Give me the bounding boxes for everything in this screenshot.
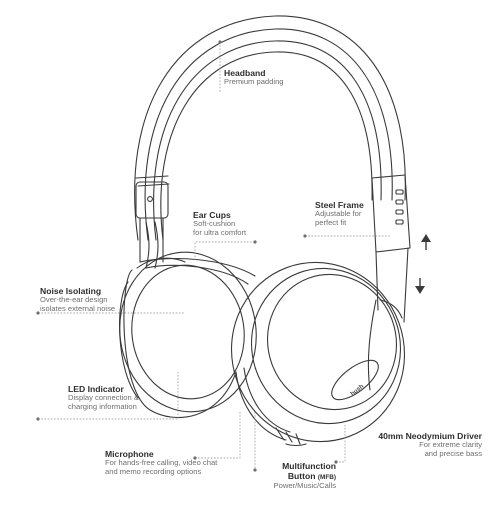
callout-desc: for ultra comfort bbox=[193, 228, 247, 238]
callout-headband: Headband Premium padding bbox=[224, 68, 284, 87]
callout-multifunction: Multifunction Button (MFB) Power/Music/C… bbox=[274, 461, 336, 491]
callout-desc: For hands-free calling, video chat bbox=[105, 458, 218, 468]
leader-ear-cups bbox=[194, 241, 255, 260]
callout-title: Microphone bbox=[105, 449, 154, 459]
callout-desc: Power/Music/Calls bbox=[273, 480, 336, 490]
callout-microphone: Microphone For hands-free calling, video… bbox=[105, 449, 217, 477]
right-slider bbox=[371, 174, 411, 323]
callout-desc: For extreme clarity bbox=[419, 440, 482, 450]
callout-title: Headband bbox=[224, 68, 266, 78]
leader-lines bbox=[38, 42, 390, 470]
callout-desc: Premium padding bbox=[224, 77, 284, 87]
brand-logo-text: hush bbox=[349, 383, 365, 398]
callout-title: 40mm Neodymium Driver bbox=[378, 431, 482, 441]
callout-title: Multifunction bbox=[282, 461, 336, 471]
headband bbox=[134, 15, 406, 241]
callout-desc: and memo recording options bbox=[105, 467, 202, 477]
arrow-up-icon bbox=[421, 234, 431, 250]
callout-title: LED Indicator bbox=[68, 384, 124, 394]
callout-desc: charging information bbox=[68, 402, 137, 412]
arrow-down-icon bbox=[415, 278, 425, 294]
callout-title: Ear Cups bbox=[193, 210, 231, 220]
leader-driver bbox=[336, 425, 346, 463]
callout-desc: perfect fit bbox=[315, 218, 347, 228]
callout-desc: isolates external noise bbox=[40, 304, 116, 314]
callout-noise-isolating: Noise Isolating Over-the-ear design isol… bbox=[40, 286, 115, 314]
callout-title-line2: Button (MFB) bbox=[274, 471, 336, 482]
callout-desc: Soft-cushion bbox=[193, 219, 236, 229]
callout-title-suffix: (MFB) bbox=[317, 474, 336, 482]
callout-steel-frame: Steel Frame Adjustable for perfect fit bbox=[315, 200, 364, 228]
callout-driver: 40mm Neodymium Driver For extreme clarit… bbox=[378, 431, 482, 459]
yoke bbox=[139, 258, 377, 391]
callout-desc: Over-the-ear design bbox=[40, 295, 108, 305]
leader-microphone bbox=[195, 412, 241, 459]
callout-title: Steel Frame bbox=[315, 200, 364, 210]
brand-badge bbox=[331, 359, 379, 401]
left-slider bbox=[135, 181, 169, 269]
callout-title: Noise Isolating bbox=[40, 286, 102, 296]
callout-ear-cups: Ear Cups Soft-cushion for ultra comfort bbox=[193, 210, 246, 238]
callout-led-indicator: LED Indicator Display connection & charg… bbox=[68, 384, 139, 412]
right-ear-cup bbox=[230, 261, 406, 447]
callout-desc: and precise bass bbox=[424, 449, 482, 459]
leader-dots bbox=[36, 40, 338, 472]
callout-title: Button bbox=[287, 471, 316, 482]
callout-desc: Adjustable for bbox=[315, 209, 362, 219]
callout-desc: Display connection & bbox=[68, 393, 139, 403]
